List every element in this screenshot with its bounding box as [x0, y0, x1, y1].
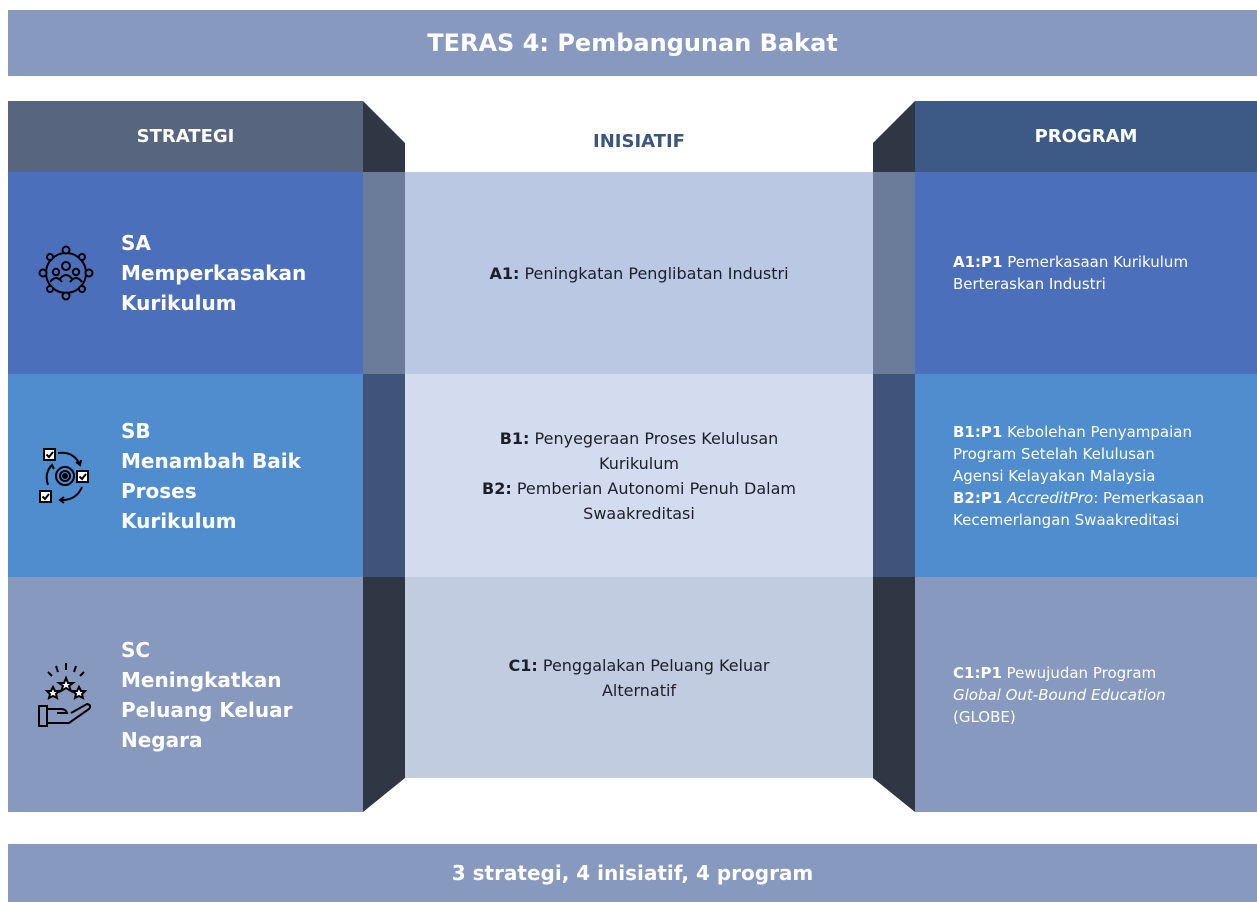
- diagram-title: TERAS 4: Pembangunan Bakat: [8, 10, 1257, 76]
- strategy-header-label: STRATEGI: [136, 126, 235, 147]
- program-text: Pemerkasaan Kurikulum: [1007, 253, 1189, 271]
- strategy-sa: SA Memperkasakan Kurikulum: [8, 172, 363, 374]
- strategy-name-line: Meningkatkan: [121, 667, 282, 692]
- program-code: A1:P1: [953, 253, 1003, 271]
- strategy-sa-text: SA Memperkasakan Kurikulum: [121, 228, 306, 318]
- initiative-text: Pemberian Autonomi Penuh Dalam: [516, 478, 796, 498]
- program-row-a: A1:P1 Pemerkasaan Kurikulum Berteraskan …: [915, 172, 1257, 374]
- program-text: Agensi Kelayakan Malaysia: [953, 466, 1156, 485]
- program-header: PROGRAM: [915, 101, 1257, 172]
- program-text: Kebolehan Penyampaian: [1007, 422, 1192, 441]
- initiative-row-c: C1: Penggalakan Peluang Keluar Alternati…: [405, 577, 873, 778]
- initiative-code: A1:: [489, 263, 520, 283]
- initiative-code: B2:: [482, 478, 512, 498]
- strategy-code: SA: [121, 231, 151, 255]
- strategy-header: STRATEGI: [8, 101, 363, 172]
- left-strip-row1: [363, 172, 405, 374]
- program-header-label: PROGRAM: [1034, 126, 1138, 147]
- program-text: Program Setelah Kelulusan: [953, 444, 1155, 463]
- strategy-name-line: Peluang Keluar: [121, 697, 293, 722]
- hand-stars-icon: [36, 660, 96, 730]
- strategy-name-line: Negara: [121, 727, 203, 752]
- initiative-b2: B2: Pemberian Autonomi Penuh Dalam Swaak…: [482, 476, 796, 526]
- initiative-b1: B1: Penyegeraan Proses Kelulusan Kurikul…: [500, 426, 779, 476]
- initiative-text: Swaakreditasi: [583, 503, 695, 523]
- program-row-b: B1:P1 Kebolehan Penyampaian Program Sete…: [915, 374, 1257, 577]
- initiative-c1: C1: Penggalakan Peluang Keluar Alternati…: [508, 653, 769, 703]
- strategy-code: SB: [121, 418, 151, 443]
- process-cycle-icon: [36, 441, 96, 511]
- strategy-sc-text: SC Meningkatkan Peluang Keluar Negara: [121, 635, 293, 755]
- initiative-text: Peningkatan Penglibatan Industri: [524, 263, 789, 283]
- strategy-name-line: Kurikulum: [121, 291, 237, 315]
- initiative-header-label: INISIATIF: [593, 131, 685, 152]
- initiative-code: C1:: [508, 655, 538, 675]
- right-strip-row1: [873, 172, 915, 374]
- program-italic-text: Global Out-Bound Education: [953, 685, 1166, 704]
- program-code: B1:P1: [953, 422, 1003, 441]
- strategy-name-line: Memperkasakan: [121, 261, 307, 285]
- initiative-text: Kurikulum: [599, 453, 679, 473]
- program-text: Berteraskan Industri: [953, 275, 1106, 293]
- strategy-name-line: Kurikulum: [121, 508, 237, 533]
- initiative-row-a: A1: Peningkatan Penglibatan Industri: [405, 172, 873, 374]
- program-text: Pewujudan Program: [1006, 663, 1157, 682]
- strategy-sb: SB Menambah Baik Proses Kurikulum: [8, 374, 363, 577]
- program-b1p1: B1:P1 Kebolehan Penyampaian Program Sete…: [953, 421, 1237, 487]
- initiative-text: Alternatif: [601, 680, 677, 700]
- program-text: (GLOBE): [953, 707, 1016, 726]
- summary-footer: 3 strategi, 4 inisiatif, 4 program: [8, 844, 1257, 902]
- program-text: Kecemerlangan Swaakreditasi: [953, 510, 1180, 529]
- program-b2p1: B2:P1 AccreditPro: Pemerkasaan Kecemerla…: [953, 487, 1237, 531]
- initiative-code: B1:: [499, 428, 530, 448]
- initiative-text: Penggalakan Peluang Keluar: [542, 655, 770, 675]
- right-strip-row2: [873, 374, 915, 577]
- initiative-a1: A1: Peningkatan Penglibatan Industri: [489, 261, 788, 286]
- strategy-sb-text: SB Menambah Baik Proses Kurikulum: [121, 416, 301, 536]
- program-c1p1: C1:P1 Pewujudan Program Global Out-Bound…: [953, 662, 1237, 728]
- strategy-name-line: Menambah Baik: [121, 448, 301, 473]
- strategy-name-line: Proses: [121, 478, 197, 503]
- strategy-code: SC: [121, 637, 151, 662]
- strategy-sc: SC Meningkatkan Peluang Keluar Negara: [8, 577, 363, 812]
- program-a1p1: A1:P1 Pemerkasaan Kurikulum Berteraskan …: [953, 251, 1237, 295]
- program-code: C1:P1: [953, 663, 1002, 682]
- initiative-header: INISIATIF: [405, 101, 873, 172]
- people-network-icon: [36, 238, 96, 308]
- left-strip-row2: [363, 374, 405, 577]
- program-italic-text: AccreditPro: [1007, 488, 1094, 507]
- initiative-text: Penyegeraan Proses Kelulusan: [534, 428, 779, 448]
- program-text: : Pemerkasaan: [1093, 488, 1205, 507]
- initiative-row-b: B1: Penyegeraan Proses Kelulusan Kurikul…: [405, 374, 873, 577]
- program-row-c: C1:P1 Pewujudan Program Global Out-Bound…: [915, 577, 1257, 812]
- program-code: B2:P1: [953, 488, 1003, 507]
